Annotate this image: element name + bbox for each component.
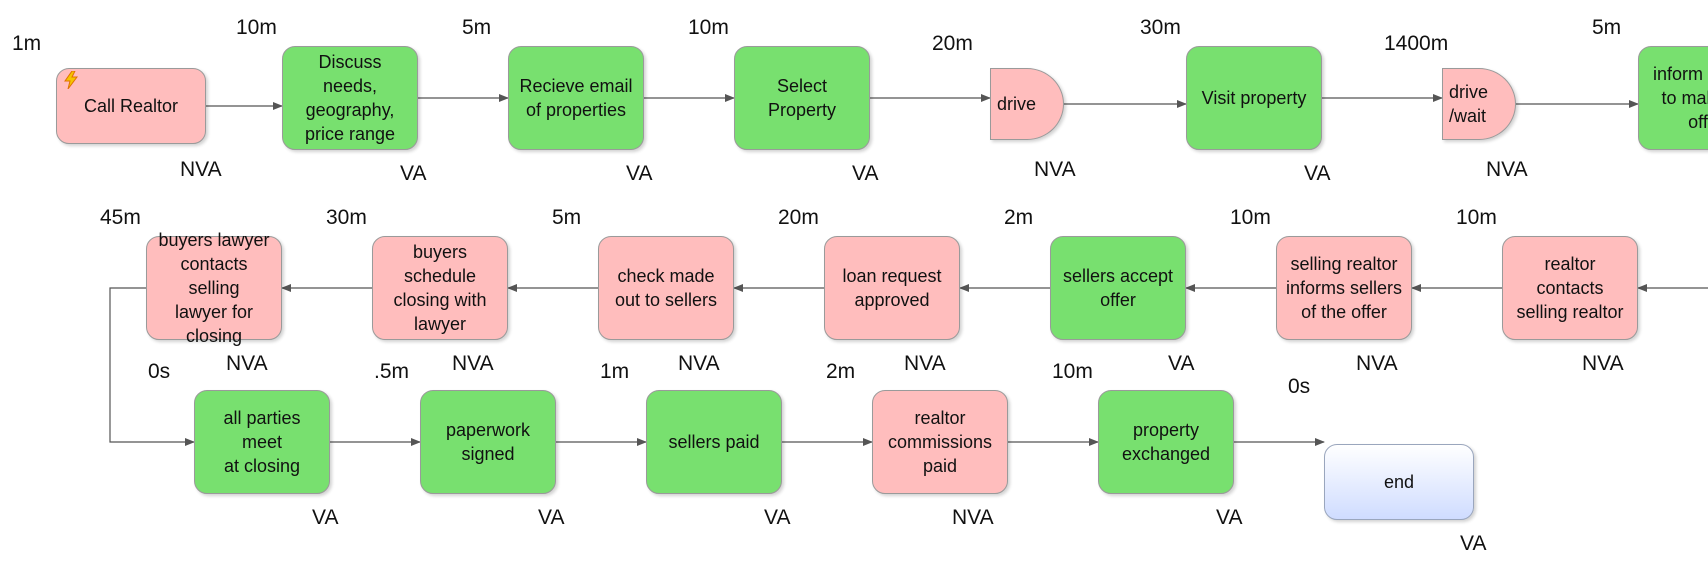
value-class-label: NVA (678, 352, 720, 375)
time-label: 0s (1288, 375, 1311, 398)
step-9-realtor-contacts-selling-realtor[interactable]: realtor contacts selling realtor (1502, 236, 1638, 340)
step-label: all parties meet at closing (223, 408, 301, 476)
value-class-label: NVA (452, 352, 494, 375)
time-label: 5m (1592, 16, 1622, 39)
step-6-visit-property[interactable]: Visit property (1186, 46, 1322, 150)
step-2-discuss-needs-geography-price-range[interactable]: Discuss needs, geography, price range (282, 46, 418, 150)
value-class-label: NVA (1034, 158, 1076, 181)
time-label: 2m (826, 360, 856, 383)
step-8-inform-realtor-to-make-an-offer[interactable]: inform realtor to make an offer (1638, 46, 1708, 150)
value-class-label: VA (1460, 532, 1487, 555)
step-label: inform realtor to make an offer (1652, 64, 1708, 132)
step-21-end[interactable]: end (1324, 444, 1474, 520)
step-label: sellers accept offer (1062, 266, 1174, 310)
step-12-loan-request-approved[interactable]: loan request approved (824, 236, 960, 340)
step-label: buyers schedule closing with lawyer (393, 242, 487, 334)
value-class-label: NVA (226, 352, 268, 375)
step-4-select-property[interactable]: Select Property (734, 46, 870, 150)
connector-15-to-16 (109, 287, 195, 446)
step-label: drive /wait (1449, 82, 1489, 126)
step-label: check made out to sellers (614, 266, 718, 310)
step-5-drive[interactable]: drive (990, 68, 1064, 140)
step-18-sellers-paid[interactable]: sellers paid (646, 390, 782, 494)
step-label: Call Realtor (83, 96, 179, 116)
time-label: 0s (148, 360, 171, 383)
step-label: Select Property (767, 76, 837, 120)
step-label: selling realtor informs sellers of the o… (1285, 254, 1403, 322)
time-label: 10m (1230, 206, 1271, 229)
value-class-label: VA (1216, 506, 1243, 529)
time-label: 10m (1052, 360, 1093, 383)
time-label: 10m (1456, 206, 1497, 229)
step-label: end (1383, 472, 1415, 492)
time-label: 5m (552, 206, 582, 229)
value-class-label: NVA (180, 158, 222, 181)
step-label: Discuss needs, geography, price range (304, 52, 396, 144)
value-class-label: VA (852, 162, 879, 185)
time-label: 20m (932, 32, 973, 55)
lightning-icon (64, 71, 78, 89)
step-17-paperwork-signed[interactable]: paperwork signed (420, 390, 556, 494)
time-label: 10m (688, 16, 729, 39)
value-class-label: NVA (904, 352, 946, 375)
value-class-label: VA (312, 506, 339, 529)
step-10-selling-realtor-informs-sellers-of-the-offer[interactable]: selling realtor informs sellers of the o… (1276, 236, 1412, 340)
step-11-sellers-accept-offer[interactable]: sellers accept offer (1050, 236, 1186, 340)
step-label: loan request approved (842, 266, 942, 310)
value-class-label: VA (764, 506, 791, 529)
step-label: Visit property (1201, 88, 1307, 108)
value-class-label: VA (1168, 352, 1195, 375)
step-20-property-exchanged[interactable]: property exchanged (1098, 390, 1234, 494)
value-class-label: VA (626, 162, 653, 185)
time-label: 30m (1140, 16, 1181, 39)
time-label: .5m (374, 360, 410, 383)
step-1-call-realtor[interactable]: Call Realtor (56, 68, 206, 144)
value-class-label: VA (538, 506, 565, 529)
step-7-drive-wait[interactable]: drive /wait (1442, 68, 1516, 140)
value-class-label: NVA (1356, 352, 1398, 375)
step-label: drive (997, 94, 1037, 114)
step-13-check-made-out-to-sellers[interactable]: check made out to sellers (598, 236, 734, 340)
step-label: sellers paid (668, 432, 760, 452)
value-class-label: NVA (1582, 352, 1624, 375)
step-19-realtor-commissions-paid[interactable]: realtor commissions paid (872, 390, 1008, 494)
step-label: realtor contacts selling realtor (1516, 254, 1624, 322)
step-16-all-parties-meet-at-closing[interactable]: all parties meet at closing (194, 390, 330, 494)
time-label: 1m (600, 360, 630, 383)
step-14-buyers-schedule-closing-with-lawyer[interactable]: buyers schedule closing with lawyer (372, 236, 508, 340)
step-label: Recieve email of properties (519, 76, 633, 120)
step-3-recieve-email-of-properties[interactable]: Recieve email of properties (508, 46, 644, 150)
step-label: property exchanged (1121, 420, 1211, 464)
time-label: 10m (236, 16, 277, 39)
step-15-buyers-lawyer-contacts-selling-lawyer-for-closing[interactable]: buyers lawyer contacts selling lawyer fo… (146, 230, 282, 346)
value-class-label: VA (1304, 162, 1331, 185)
value-class-label: NVA (1486, 158, 1528, 181)
time-label: 5m (462, 16, 492, 39)
time-label: 45m (100, 206, 141, 229)
time-label: 1400m (1384, 32, 1449, 55)
step-label: buyers lawyer contacts selling lawyer fo… (158, 230, 270, 346)
time-label: 20m (778, 206, 819, 229)
time-label: 1m (12, 32, 42, 55)
step-label: paperwork signed (445, 420, 531, 464)
value-class-label: NVA (952, 506, 994, 529)
value-class-label: VA (400, 162, 427, 185)
time-label: 30m (326, 206, 367, 229)
time-label: 2m (1004, 206, 1034, 229)
step-label: realtor commissions paid (887, 408, 993, 476)
